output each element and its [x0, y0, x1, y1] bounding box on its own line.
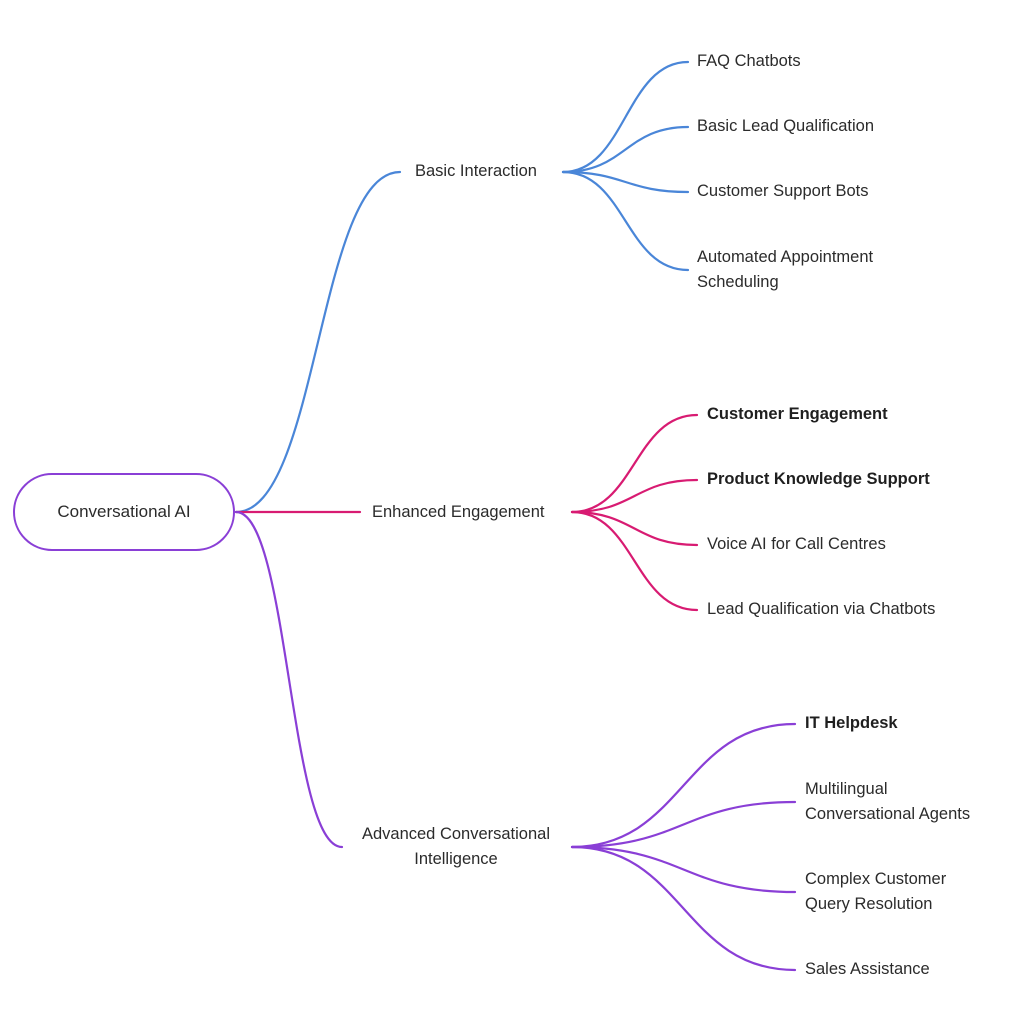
branch-node-enhanced-engagement[interactable]: Enhanced Engagement: [372, 503, 545, 521]
branch-node-advanced-conversational-intelligence[interactable]: Advanced Conversational Intelligence: [361, 825, 551, 868]
connector-root-to-branch-3: [234, 510, 344, 849]
leaf-node-automated-appointment-scheduling[interactable]: Automated Appointment Scheduling: [697, 248, 874, 291]
connector-branch-3-leaf-4: [570, 845, 797, 972]
leaf-node-product-knowledge-support[interactable]: Product Knowledge Support: [707, 470, 930, 488]
leaf-node-sales-assistance[interactable]: Sales Assistance: [805, 960, 930, 978]
root-node[interactable]: Conversational AI: [13, 473, 235, 551]
connector-branch-2-leaf-3: [570, 510, 699, 547]
connector-branch-1-leaf-4: [561, 170, 690, 272]
connector-branch-1-leaf-2: [561, 125, 690, 174]
connector-branch-2-leaf-1: [570, 413, 699, 514]
connector-branch-3-leaf-3: [570, 845, 797, 894]
leaf-node-complex-customer-query-resolution[interactable]: Complex Customer Query Resolution: [805, 870, 947, 913]
leaf-node-it-helpdesk[interactable]: IT Helpdesk: [805, 714, 898, 732]
connector-branch-2-leaf-4: [570, 510, 699, 612]
connector-branch-3-leaf-2: [570, 800, 797, 849]
leaf-node-faq-chatbots[interactable]: FAQ Chatbots: [697, 52, 801, 70]
leaf-node-voice-ai-call-centres[interactable]: Voice AI for Call Centres: [707, 535, 886, 553]
connector-branch-1-leaf-1: [561, 60, 690, 174]
connector-branch-2-leaf-2: [570, 478, 699, 514]
connector-branch-3-leaf-1: [570, 722, 797, 849]
leaf-node-lead-qualification-chatbots[interactable]: Lead Qualification via Chatbots: [707, 600, 936, 618]
root-node-label: Conversational AI: [57, 502, 191, 521]
connector-branch-1-leaf-3: [561, 170, 690, 194]
connector-root-to-branch-1: [234, 170, 402, 514]
leaf-node-customer-support-bots[interactable]: Customer Support Bots: [697, 182, 869, 200]
leaf-node-customer-engagement[interactable]: Customer Engagement: [707, 405, 888, 423]
leaf-node-multilingual-conversational-agents[interactable]: Multilingual Conversational Agents: [805, 780, 971, 823]
leaf-node-basic-lead-qualification[interactable]: Basic Lead Qualification: [697, 117, 875, 135]
branch-node-basic-interaction[interactable]: Basic Interaction: [415, 162, 537, 180]
